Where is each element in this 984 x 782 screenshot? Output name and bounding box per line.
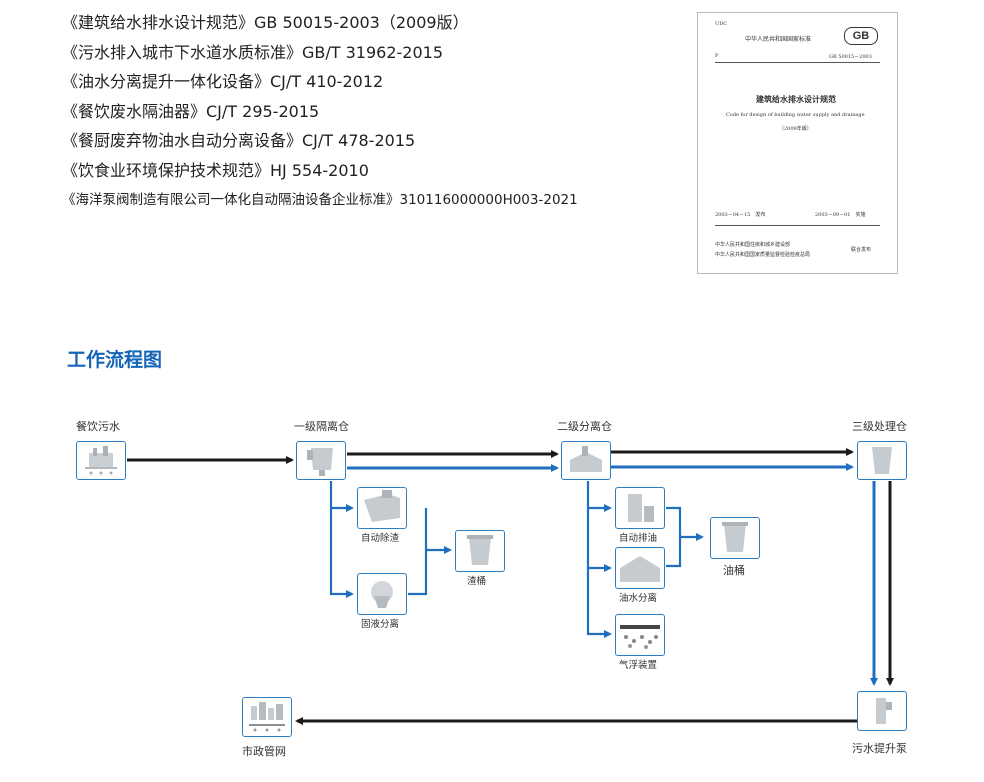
municipal-label: 市政管网 xyxy=(242,745,286,758)
standard-item: 《油水分离提升一体化设备》CJ/T 410-2012 xyxy=(62,72,384,92)
standard-item: 《污水排入城市下水道水质标准》GB/T 31962-2015 xyxy=(62,42,444,62)
source-label: 餐饮污水 xyxy=(76,420,120,433)
restaurant-wastewater-node xyxy=(76,441,126,480)
bubbles-icon xyxy=(620,625,660,649)
lift-pump-label: 污水提升泵 xyxy=(852,742,907,755)
stage1-tank-node xyxy=(296,441,346,480)
cover-issuer: 中华人民共和国国家质量监督检验检疫总局 xyxy=(715,252,811,258)
air-float-node xyxy=(615,614,665,656)
standard-item: 《饮食业环境保护技术规范》HJ 554-2010 xyxy=(62,160,369,180)
cover-issue-date: 2003－04－15 发布 xyxy=(715,212,766,218)
standard-item: 《海洋泵阀制造有限公司一体化自动隔油设备企业标准》310116000000H00… xyxy=(62,191,578,208)
standards-list: 《建筑给水排水设计规范》GB 50015-2003（2009版） 《污水排入城市… xyxy=(62,8,578,215)
pump-icon xyxy=(876,698,892,724)
municipal-node xyxy=(242,697,292,737)
standard-item: 《建筑给水排水设计规范》GB 50015-2003（2009版） xyxy=(62,13,469,32)
flow-line xyxy=(666,506,682,568)
treatment-icon xyxy=(872,447,892,474)
tank-icon xyxy=(307,448,333,476)
bucket-icon xyxy=(722,522,748,552)
filter-icon xyxy=(371,581,393,608)
standard-item: 《餐厨废弃物油水自动分离设备》CJ/T 478-2015 xyxy=(62,131,416,151)
bucket-icon xyxy=(467,535,493,565)
cover-issuer: 中华人民共和国住房和城乡建设部 xyxy=(715,242,791,248)
cover-edition: （2009年版） xyxy=(779,126,812,132)
restaurant-icon xyxy=(85,446,117,475)
city-pipe-icon xyxy=(249,702,285,732)
separator-icon xyxy=(570,446,602,472)
auto-slag-label: 自动除渣 xyxy=(361,533,400,544)
flow-line xyxy=(586,481,612,638)
cover-code: GB 50015－2003 xyxy=(829,54,872,60)
gb-logo: GB xyxy=(844,27,878,45)
flow-line xyxy=(329,481,354,598)
oil-water-label: 油水分离 xyxy=(619,593,658,604)
auto-slag-node xyxy=(357,487,407,529)
stage3-tank-node xyxy=(857,441,907,480)
stage3-label: 三级处理仓 xyxy=(852,420,907,433)
cover-rule xyxy=(715,62,880,63)
oil-bucket-node xyxy=(710,517,760,559)
standard-item: 《餐饮废水隔油器》CJ/T 295-2015 xyxy=(62,101,320,121)
slag-removal-icon xyxy=(364,490,400,522)
section-title: 工作流程图 xyxy=(67,349,163,371)
cover-country: 中华人民共和国国家标准 xyxy=(745,36,812,43)
flow-line xyxy=(408,508,428,596)
solid-liquid-label: 固液分离 xyxy=(361,619,400,630)
cover-impl-date: 2003－09－01 实施 xyxy=(815,212,866,218)
solid-liquid-node xyxy=(357,573,407,615)
standard-cover-image: UDC 中华人民共和国国家标准 GB P GB 50015－2003 建筑给水排… xyxy=(697,12,898,274)
stage1-label: 一级隔离仓 xyxy=(294,420,349,433)
cover-english: Code for design of building water supply… xyxy=(726,112,865,118)
air-float-label: 气浮装置 xyxy=(619,660,658,671)
stage2-tank-node xyxy=(561,441,611,480)
stage2-label: 二级分离仓 xyxy=(557,420,612,433)
oil-bucket-label: 油桶 xyxy=(723,564,745,577)
cover-udc: UDC xyxy=(715,21,728,27)
cover-rule xyxy=(715,225,880,226)
auto-oil-node xyxy=(615,487,665,529)
cover-joint: 联合发布 xyxy=(851,247,872,253)
slag-bucket-label: 渣桶 xyxy=(467,576,487,587)
lift-pump-node xyxy=(857,691,907,731)
oil-discharge-icon xyxy=(628,494,654,522)
cover-title: 建筑给水排水设计规范 xyxy=(756,94,836,104)
cover-p: P xyxy=(715,53,719,59)
oil-water-node xyxy=(615,547,665,589)
slag-bucket-node xyxy=(455,530,505,572)
auto-oil-label: 自动排油 xyxy=(619,533,658,544)
oil-water-icon xyxy=(620,556,660,582)
